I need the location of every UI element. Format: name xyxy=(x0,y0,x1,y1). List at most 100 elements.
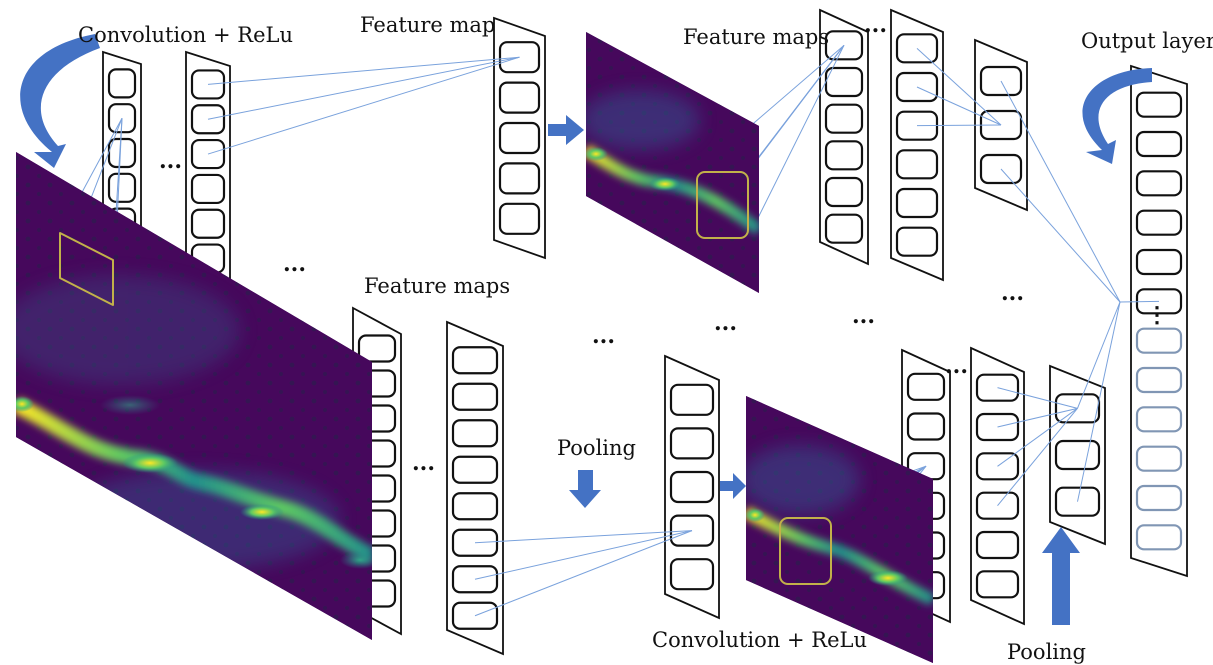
neuron-node xyxy=(1135,170,1183,197)
ellipsis: ... xyxy=(852,303,875,329)
neuron-node xyxy=(895,187,939,219)
connection-line xyxy=(997,407,1078,467)
feature-map-heatmap-top xyxy=(586,32,759,293)
receptive-field-box xyxy=(696,171,749,239)
layer-frame xyxy=(819,8,869,266)
connection-line xyxy=(207,56,520,120)
neuron-node xyxy=(975,412,1020,442)
neuron-node xyxy=(975,570,1020,599)
curved-arrow-icon xyxy=(1082,68,1152,164)
ellipsis: ... xyxy=(1001,280,1024,306)
ellipsis: ... xyxy=(714,310,737,336)
neuron-node xyxy=(906,412,946,441)
neuron-node xyxy=(498,162,541,195)
ellipsis: ... xyxy=(283,251,306,277)
neuron-node xyxy=(669,514,715,547)
connection-line xyxy=(474,530,693,544)
receptive-field-box xyxy=(779,517,832,585)
connection-line xyxy=(747,45,845,239)
neuron-node xyxy=(824,30,864,61)
neuron-node xyxy=(669,383,715,416)
right-arrow-icon xyxy=(720,473,746,499)
label-feature-map: Feature map xyxy=(360,13,495,37)
neuron-node xyxy=(1135,484,1183,512)
neuron-node xyxy=(1054,393,1101,424)
neuron-node xyxy=(824,213,864,244)
neuron-node xyxy=(451,382,499,411)
conv-layer-column xyxy=(185,50,231,293)
connection-line xyxy=(997,407,1078,428)
connection-line xyxy=(1077,301,1121,502)
neuron-node xyxy=(895,33,939,64)
neuron-node xyxy=(669,470,715,504)
neuron-node xyxy=(824,103,864,134)
ellipsis: ... xyxy=(412,450,435,476)
neuron-node xyxy=(1135,209,1183,236)
label-convolution-relu-bottom: Convolution + ReLu xyxy=(652,628,867,652)
neuron-node xyxy=(451,528,499,557)
neuron-node xyxy=(895,149,939,180)
ellipsis-markers: ... ... ... ... ... ... ... ... ... ⋮ xyxy=(159,12,1168,476)
neuron-node xyxy=(975,452,1020,481)
layer-stacks xyxy=(102,8,1188,656)
label-feature-maps-middle: Feature maps xyxy=(364,274,510,298)
neuron-node xyxy=(498,121,541,155)
ellipsis: ... xyxy=(864,12,887,38)
neuron-node xyxy=(451,492,499,521)
neuron-node xyxy=(451,455,499,484)
neuron-node xyxy=(1135,91,1183,118)
connection-line xyxy=(997,408,1078,506)
neuron-node xyxy=(975,373,1020,402)
neuron-node xyxy=(979,153,1023,185)
label-pooling-middle: Pooling xyxy=(557,436,636,460)
neuron-node xyxy=(1135,406,1183,433)
neuron-node xyxy=(1135,366,1183,394)
neuron-node xyxy=(895,71,939,103)
layer-frame xyxy=(664,354,720,620)
neuron-node xyxy=(451,565,499,594)
receptive-field-box xyxy=(59,232,114,306)
neuron-node xyxy=(979,65,1023,97)
layer-frame xyxy=(970,346,1025,626)
neuron-node xyxy=(357,334,397,363)
neuron-node xyxy=(107,172,137,203)
neuron-node xyxy=(190,208,226,239)
connection-line xyxy=(1119,300,1160,303)
neuron-node xyxy=(824,140,864,171)
layer-frame xyxy=(1130,64,1188,578)
neuron-node xyxy=(824,176,864,208)
feature-maps-column xyxy=(446,320,504,656)
neuron-node xyxy=(975,491,1020,520)
ellipsis: ... xyxy=(592,323,615,349)
layer-frame xyxy=(493,16,546,260)
up-arrow-icon xyxy=(1042,527,1080,625)
label-convolution-relu-top: Convolution + ReLu xyxy=(78,23,293,47)
neuron-node xyxy=(906,372,946,401)
connection-line xyxy=(1000,80,1121,303)
ellipsis: ... xyxy=(945,353,968,379)
curved-arrow-icon xyxy=(20,34,100,168)
ellipsis: ... xyxy=(159,148,182,174)
feature-maps-column xyxy=(890,8,944,282)
neuron-node xyxy=(669,427,715,460)
feature-map-column xyxy=(493,16,546,260)
layer-frame xyxy=(890,8,944,282)
neuron-node xyxy=(451,601,499,630)
right-arrow-icon xyxy=(548,115,584,145)
neuron-node xyxy=(1135,248,1183,276)
neuron-node xyxy=(190,138,226,170)
connection-line xyxy=(474,530,693,580)
output-layer-column xyxy=(1130,64,1188,578)
neuron-node xyxy=(451,419,499,448)
neuron-node xyxy=(1135,327,1183,354)
feature-maps-column xyxy=(970,346,1025,626)
neuron-node xyxy=(1135,524,1183,551)
neuron-node xyxy=(975,530,1020,560)
connection-line xyxy=(916,86,1002,126)
down-arrow-icon xyxy=(569,470,601,508)
layer-frame xyxy=(1049,364,1106,546)
neuron-node xyxy=(107,68,137,99)
pooled-map-column xyxy=(664,354,720,620)
layer-frame xyxy=(446,320,504,656)
